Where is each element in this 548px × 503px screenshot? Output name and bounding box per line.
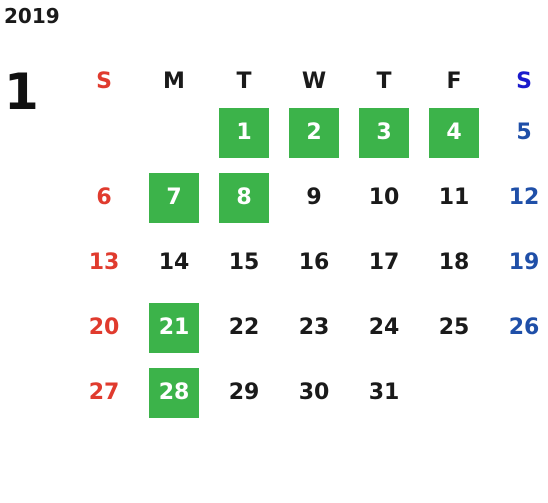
- day-number: 26: [508, 315, 540, 340]
- weekday-header: S M T W T F S: [69, 62, 548, 100]
- day-number: 13: [88, 250, 120, 275]
- day-cell[interactable]: 25: [419, 303, 489, 353]
- day-cell[interactable]: 6: [69, 173, 139, 223]
- day-cell[interactable]: 14: [139, 238, 209, 288]
- weekday-tuesday: T: [236, 68, 252, 94]
- day-number: 25: [438, 315, 470, 340]
- day-number: 16: [298, 250, 330, 275]
- day-number: 3: [359, 107, 409, 158]
- day-number: 23: [298, 315, 330, 340]
- day-number: 27: [88, 380, 120, 405]
- week-row: 13 14 15 16 17 18 19: [69, 230, 548, 295]
- day-number: 22: [228, 315, 260, 340]
- day-cell[interactable]: 26: [489, 303, 548, 353]
- day-number: 9: [306, 185, 322, 210]
- day-cell[interactable]: 19: [489, 238, 548, 288]
- day-cell[interactable]: 18: [419, 238, 489, 288]
- day-number: 1: [219, 107, 269, 158]
- day-number: 24: [368, 315, 400, 340]
- day-cell[interactable]: 30: [279, 368, 349, 418]
- day-cell[interactable]: 9: [279, 173, 349, 223]
- month-number: 1: [4, 63, 39, 121]
- weekday-saturday: S: [516, 68, 532, 94]
- highlighted-day-cell[interactable]: 21: [139, 302, 209, 353]
- weekday-wednesday: W: [301, 68, 327, 94]
- day-cell[interactable]: 12: [489, 173, 548, 223]
- day-number: 4: [429, 107, 479, 158]
- day-number: 20: [88, 315, 120, 340]
- day-number: 31: [368, 380, 400, 405]
- day-number: 28: [149, 367, 199, 418]
- day-number: 8: [219, 172, 269, 223]
- day-number: 7: [149, 172, 199, 223]
- day-cell[interactable]: 11: [419, 173, 489, 223]
- day-cell[interactable]: 20: [69, 303, 139, 353]
- day-number: 29: [228, 380, 260, 405]
- day-number: 5: [516, 120, 532, 145]
- day-number: 11: [438, 185, 470, 210]
- day-cell[interactable]: 22: [209, 303, 279, 353]
- day-number: 18: [438, 250, 470, 275]
- weekday-friday: F: [446, 68, 462, 94]
- highlighted-day-cell[interactable]: 2: [279, 107, 349, 158]
- day-number: 2: [289, 107, 339, 158]
- day-cell[interactable]: 27: [69, 368, 139, 418]
- day-cell[interactable]: 31: [349, 368, 419, 418]
- day-number: 15: [228, 250, 260, 275]
- day-cell[interactable]: 23: [279, 303, 349, 353]
- year-label: 2019: [4, 4, 60, 28]
- day-number: 10: [368, 185, 400, 210]
- highlighted-day-cell[interactable]: 8: [209, 172, 279, 223]
- highlighted-day-cell[interactable]: 1: [209, 107, 279, 158]
- day-number: 21: [149, 302, 199, 353]
- day-number: 12: [508, 185, 540, 210]
- week-row: 20 21 22 23 24 25 26: [69, 295, 548, 360]
- day-number: 6: [96, 185, 112, 210]
- week-row: 27 28 29 30 31: [69, 360, 548, 425]
- day-cell[interactable]: 15: [209, 238, 279, 288]
- weekday-monday: M: [163, 68, 185, 94]
- highlighted-day-cell[interactable]: 3: [349, 107, 419, 158]
- day-number: 30: [298, 380, 330, 405]
- day-cell[interactable]: 29: [209, 368, 279, 418]
- day-number: 19: [508, 250, 540, 275]
- day-cell[interactable]: 13: [69, 238, 139, 288]
- day-cell[interactable]: 5: [489, 108, 548, 158]
- day-cell[interactable]: 17: [349, 238, 419, 288]
- day-cell[interactable]: 24: [349, 303, 419, 353]
- highlighted-day-cell[interactable]: 4: [419, 107, 489, 158]
- weekday-sunday: S: [96, 68, 112, 94]
- day-cell[interactable]: 10: [349, 173, 419, 223]
- highlighted-day-cell[interactable]: 7: [139, 172, 209, 223]
- weekday-thursday: T: [376, 68, 392, 94]
- highlighted-day-cell[interactable]: 28: [139, 367, 209, 418]
- day-cell[interactable]: 16: [279, 238, 349, 288]
- day-number: 14: [158, 250, 190, 275]
- day-number: 17: [368, 250, 400, 275]
